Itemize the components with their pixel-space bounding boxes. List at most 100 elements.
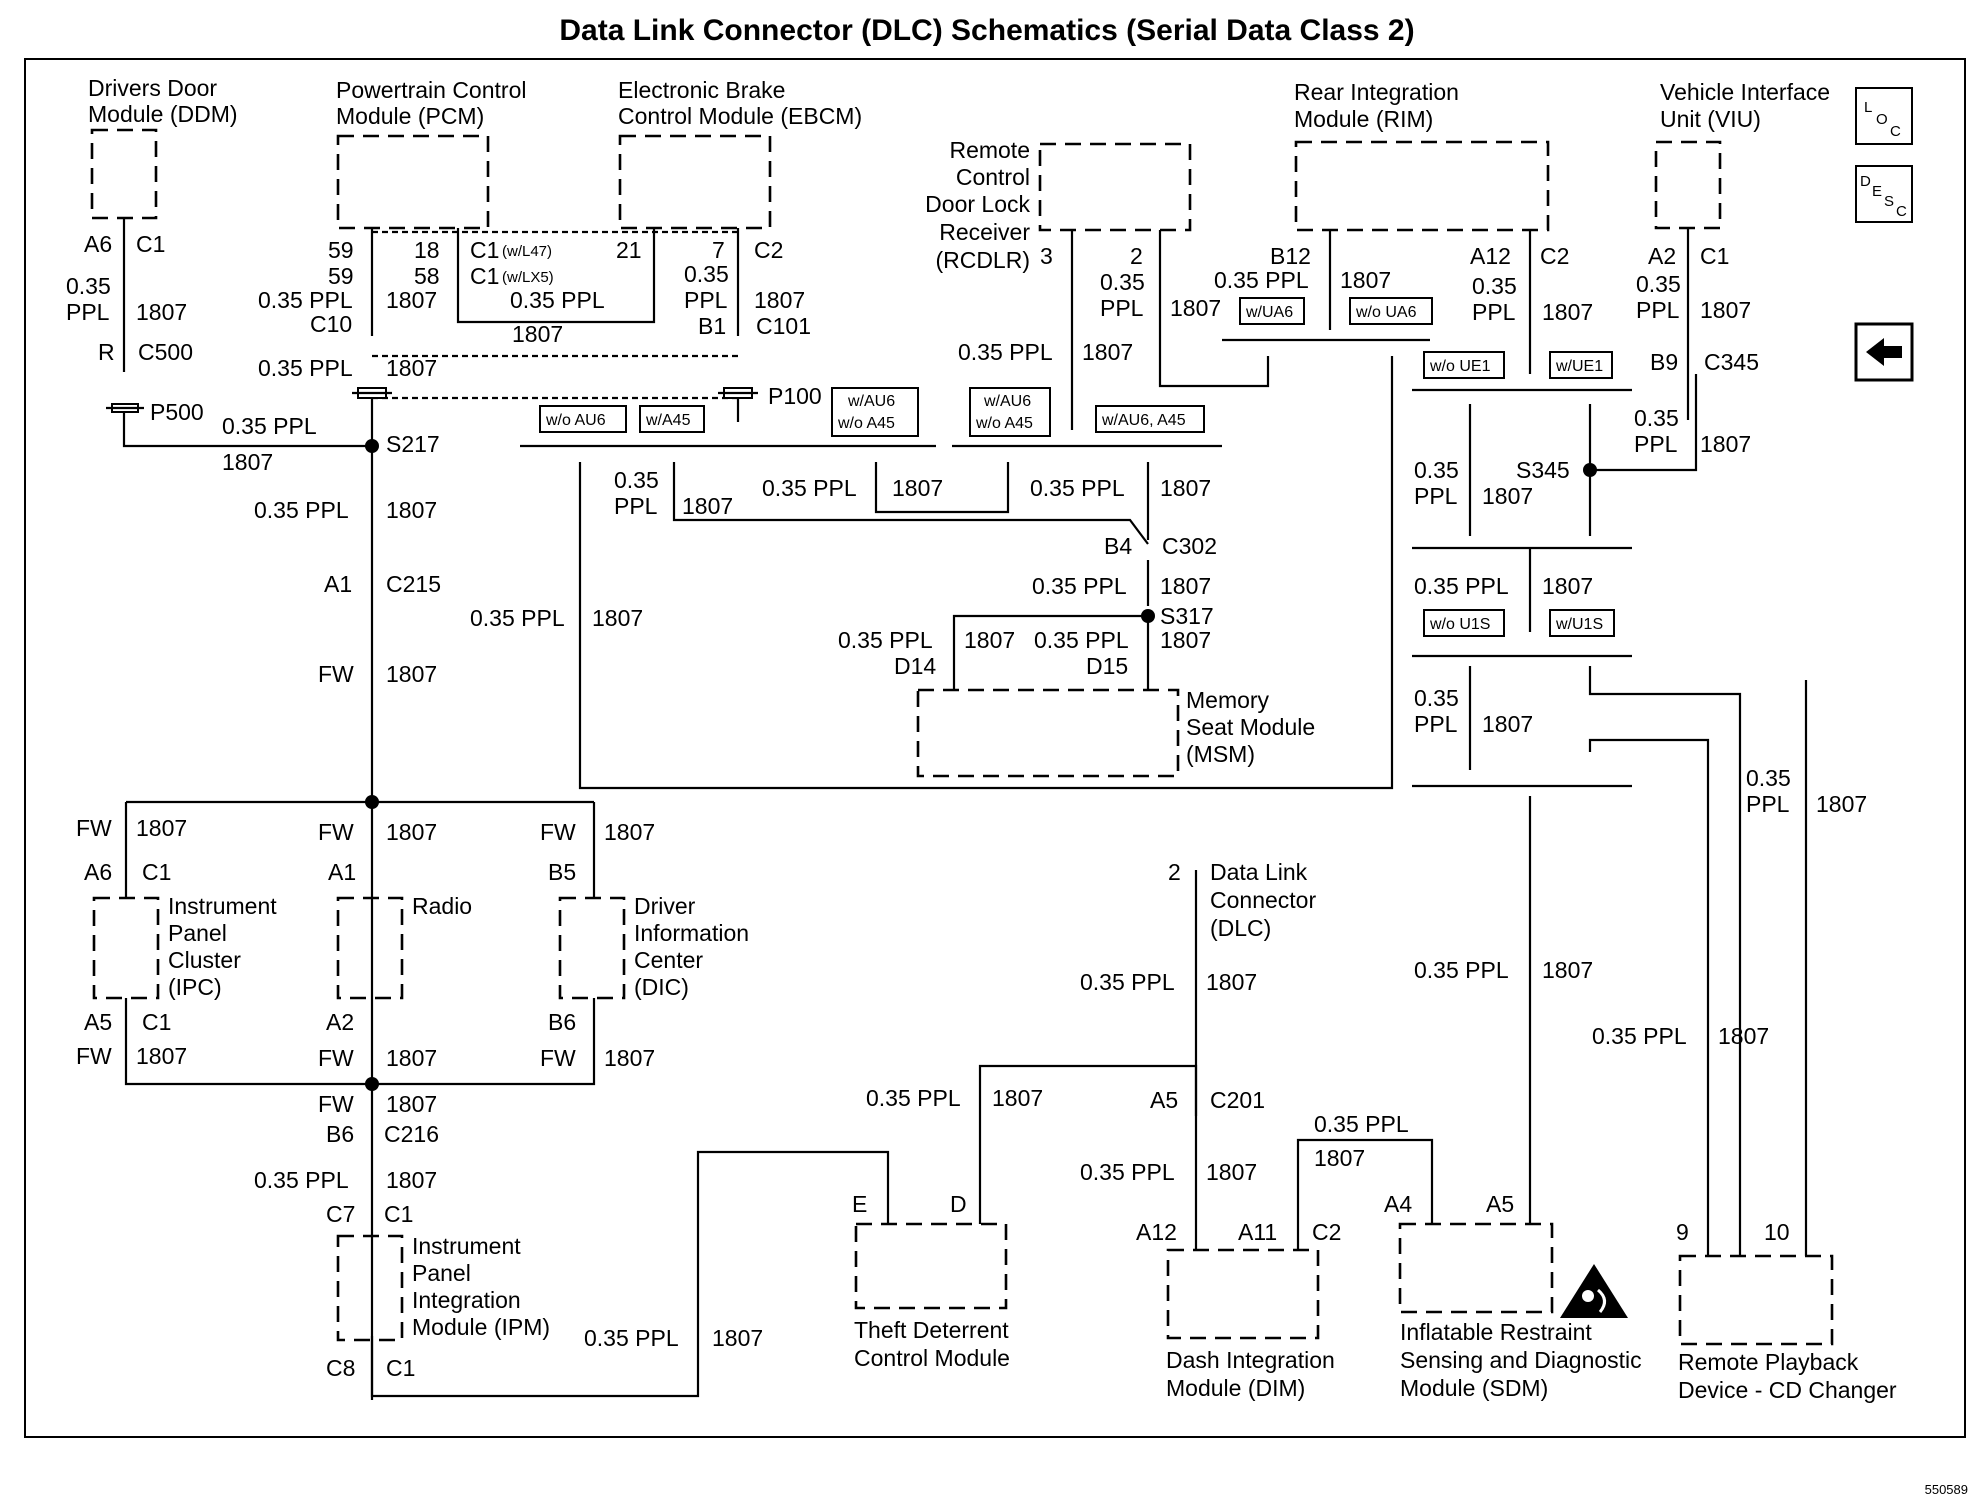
svg-text:FW: FW (540, 1045, 576, 1071)
desc-icon[interactable]: D E S C (1855, 165, 1913, 223)
svg-text:1807: 1807 (1314, 1145, 1365, 1171)
svg-text:10: 10 (1764, 1219, 1790, 1245)
svg-text:0.35: 0.35 (66, 273, 111, 299)
svg-text:0.35: 0.35 (1414, 685, 1459, 711)
svg-text:1807: 1807 (1082, 339, 1133, 365)
svg-text:B6: B6 (548, 1009, 576, 1035)
svg-text:7: 7 (712, 237, 725, 263)
svg-text:L: L (1864, 99, 1872, 116)
svg-text:1807: 1807 (386, 497, 437, 523)
svg-text:1807: 1807 (222, 449, 273, 475)
svg-text:Module (DIM): Module (DIM) (1166, 1375, 1305, 1401)
svg-text:Module (IPM): Module (IPM) (412, 1314, 550, 1340)
svg-text:B12: B12 (1270, 243, 1311, 269)
svg-text:1807: 1807 (1160, 475, 1211, 501)
svg-text:Electronic Brake: Electronic Brake (618, 77, 785, 103)
svg-text:1807: 1807 (592, 605, 643, 631)
svg-text:59: 59 (328, 237, 354, 263)
svg-text:Vehicle Interface: Vehicle Interface (1660, 79, 1830, 105)
svg-text:0.35 PPL: 0.35 PPL (1030, 475, 1125, 501)
svg-text:FW: FW (318, 1045, 354, 1071)
svg-text:D14: D14 (894, 653, 936, 679)
svg-text:1807: 1807 (1340, 267, 1391, 293)
svg-text:(RCDLR): (RCDLR) (935, 247, 1030, 273)
diagram-frame (24, 58, 1966, 1438)
svg-text:3: 3 (1040, 243, 1053, 269)
svg-text:E: E (1872, 183, 1882, 200)
svg-text:1807: 1807 (386, 1091, 437, 1117)
svg-text:(MSM): (MSM) (1186, 741, 1255, 767)
svg-text:C7: C7 (326, 1201, 355, 1227)
svg-text:0.35 PPL: 0.35 PPL (254, 497, 349, 523)
svg-text:C1: C1 (384, 1201, 413, 1227)
svg-text:C2: C2 (1540, 243, 1569, 269)
svg-text:Drivers Door: Drivers Door (88, 75, 217, 101)
svg-text:1807: 1807 (386, 287, 437, 313)
svg-text:1807: 1807 (386, 1167, 437, 1193)
svg-text:Door Lock: Door Lock (925, 191, 1030, 217)
radio-module (336, 896, 404, 1000)
svg-text:B4: B4 (1104, 533, 1132, 559)
svg-text:0.35: 0.35 (1634, 405, 1679, 431)
svg-text:Rear Integration: Rear Integration (1294, 79, 1459, 105)
svg-text:A1: A1 (324, 571, 352, 597)
svg-text:PPL: PPL (1414, 483, 1458, 509)
svg-text:2: 2 (1130, 243, 1143, 269)
svg-text:(DIC): (DIC) (634, 974, 689, 1000)
pcm-module (336, 134, 490, 230)
svg-text:58: 58 (414, 263, 440, 289)
svg-text:0.35 PPL: 0.35 PPL (1592, 1023, 1687, 1049)
svg-text:S345: S345 (1516, 457, 1570, 483)
svg-text:C215: C215 (386, 571, 441, 597)
svg-text:1807: 1807 (512, 321, 563, 347)
svg-text:B5: B5 (548, 859, 576, 885)
svg-text:C500: C500 (138, 339, 193, 365)
svg-text:0.35 PPL: 0.35 PPL (1080, 969, 1175, 995)
svg-text:1807: 1807 (604, 1045, 655, 1071)
svg-text:w/o UE1: w/o UE1 (1429, 358, 1491, 375)
pcm-p100-connector (352, 387, 392, 399)
svg-text:Module (SDM): Module (SDM) (1400, 1375, 1548, 1401)
svg-text:FW: FW (318, 661, 354, 687)
svg-text:0.35 PPL: 0.35 PPL (838, 627, 933, 653)
svg-text:C345: C345 (1704, 349, 1759, 375)
svg-text:1807: 1807 (1542, 957, 1593, 983)
svg-text:Control: Control (956, 164, 1030, 190)
svg-text:18: 18 (414, 237, 440, 263)
svg-text:A5: A5 (84, 1009, 112, 1035)
svg-text:Receiver: Receiver (939, 219, 1030, 245)
splice-s217 (365, 439, 379, 453)
dim-module (1166, 1248, 1320, 1340)
loc-icon[interactable]: L O C (1855, 87, 1913, 145)
p500-connector (106, 403, 144, 413)
svg-text:Radio: Radio (412, 893, 472, 919)
svg-text:1807: 1807 (386, 819, 437, 845)
svg-text:A6: A6 (84, 231, 112, 257)
svg-text:1807: 1807 (1816, 791, 1867, 817)
svg-text:O: O (1876, 111, 1888, 128)
svg-text:PPL: PPL (1634, 431, 1678, 457)
svg-text:0.35: 0.35 (1746, 765, 1791, 791)
back-arrow-icon[interactable] (1854, 322, 1914, 382)
svg-text:B9: B9 (1650, 349, 1678, 375)
svg-text:w/AU6: w/AU6 (847, 393, 895, 410)
svg-text:1807: 1807 (386, 355, 437, 381)
svg-text:Control Module: Control Module (854, 1345, 1010, 1371)
svg-text:w/U1S: w/U1S (1555, 616, 1603, 633)
svg-text:P500: P500 (150, 399, 204, 425)
svg-text:Module (DDM): Module (DDM) (88, 101, 238, 127)
svg-text:w/UE1: w/UE1 (1555, 358, 1603, 375)
svg-text:C1: C1 (136, 231, 165, 257)
svg-text:1807: 1807 (136, 815, 187, 841)
svg-text:C: C (1890, 123, 1901, 140)
svg-text:C10: C10 (310, 311, 352, 337)
svg-text:PPL: PPL (1636, 297, 1680, 323)
svg-text:0.35 PPL: 0.35 PPL (254, 1167, 349, 1193)
